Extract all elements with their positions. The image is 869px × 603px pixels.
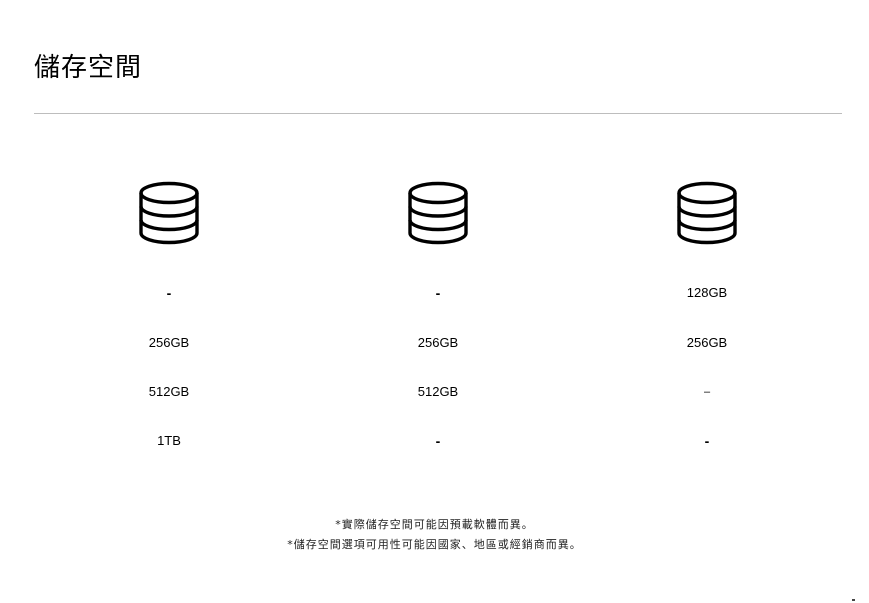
storage-value: 1TB [157, 433, 181, 448]
storage-value: - [435, 433, 441, 449]
storage-value: 256GB [148, 335, 190, 350]
database-storage-icon [406, 180, 470, 246]
storage-column-2: - 256GB 512GB - [338, 180, 538, 449]
database-storage-icon [137, 180, 201, 246]
corner-mark [852, 599, 855, 601]
storage-value: 512GB [417, 384, 459, 399]
storage-value: - [166, 285, 172, 301]
storage-value: 128GB [686, 285, 728, 300]
footnote-preloaded-software: *實際儲存空間可能因預載軟體而異。 [335, 518, 534, 531]
title-divider [34, 113, 842, 114]
storage-value: – [703, 386, 711, 398]
database-storage-icon [675, 180, 739, 246]
storage-value: 512GB [148, 384, 190, 399]
storage-value: - [704, 433, 710, 449]
storage-value: 256GB [417, 335, 459, 350]
page-title: 儲存空間 [34, 53, 143, 83]
footnote-availability: *儲存空間選項可用性可能因國家、地區或經銷商而異。 [287, 538, 582, 551]
storage-column-3: 128GB 256GB – - [607, 180, 807, 449]
storage-value: - [435, 285, 441, 301]
storage-column-1: - 256GB 512GB 1TB [69, 180, 269, 448]
storage-value: 256GB [686, 335, 728, 350]
